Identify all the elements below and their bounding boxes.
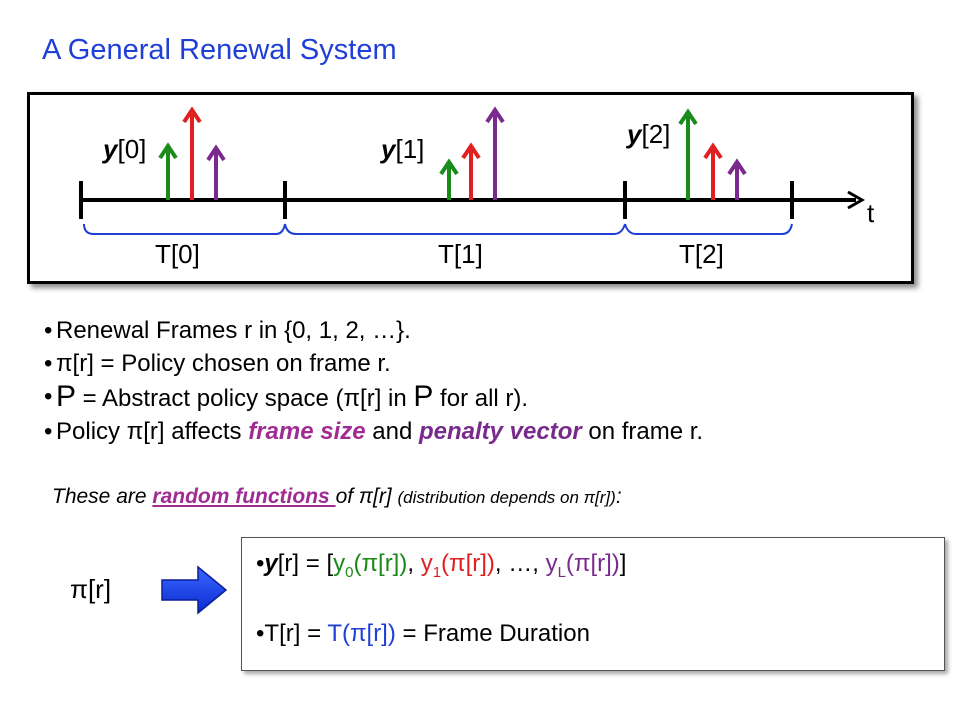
frame-brace-1 [284, 223, 626, 235]
penalty-label-1: y[1] [379, 134, 424, 164]
policy-input-label: π[r] [70, 574, 112, 604]
penalty-label-0: y[0] [101, 134, 146, 164]
time-axis-label: t [867, 198, 875, 228]
bullet-policy-affects: Policy π[r] affects frame size and penal… [44, 415, 703, 448]
penalty-label-2: y[2] [625, 119, 670, 149]
frame-brace-2 [624, 223, 793, 235]
page-title: A General Renewal System [42, 34, 397, 66]
penalty-arrows-frame-0 [158, 106, 226, 200]
penalty-vector-line: •y[r] = [y0(π[r]), y1(π[r]), …, yL(π[r])… [256, 550, 627, 581]
bullet-policy-chosen: π[r] = Policy chosen on frame r. [44, 347, 703, 380]
random-functions-note: These are random functions of π[r] (dist… [52, 485, 622, 508]
frame-label-1: T[1] [438, 239, 483, 269]
time-axis-arrowhead [847, 190, 866, 210]
block-arrow-icon [161, 565, 228, 615]
frame-label-2: T[2] [679, 239, 724, 269]
bullet-list: Renewal Frames r in {0, 1, 2, …}. π[r] =… [44, 314, 703, 448]
outputs-box: •y[r] = [y0(π[r]), y1(π[r]), …, yL(π[r])… [241, 537, 945, 671]
frame-duration-line: •T[r] = T(π[r]) = Frame Duration [256, 620, 590, 647]
bullet-policy-space: P = Abstract policy space (π[r] in P for… [44, 380, 703, 415]
frame-brace-0 [83, 223, 286, 235]
penalty-arrows-frame-1 [439, 106, 505, 200]
frame-label-0: T[0] [155, 239, 200, 269]
penalty-arrows-frame-2 [678, 108, 747, 200]
bullet-renewal-frames: Renewal Frames r in {0, 1, 2, …}. [44, 314, 703, 347]
